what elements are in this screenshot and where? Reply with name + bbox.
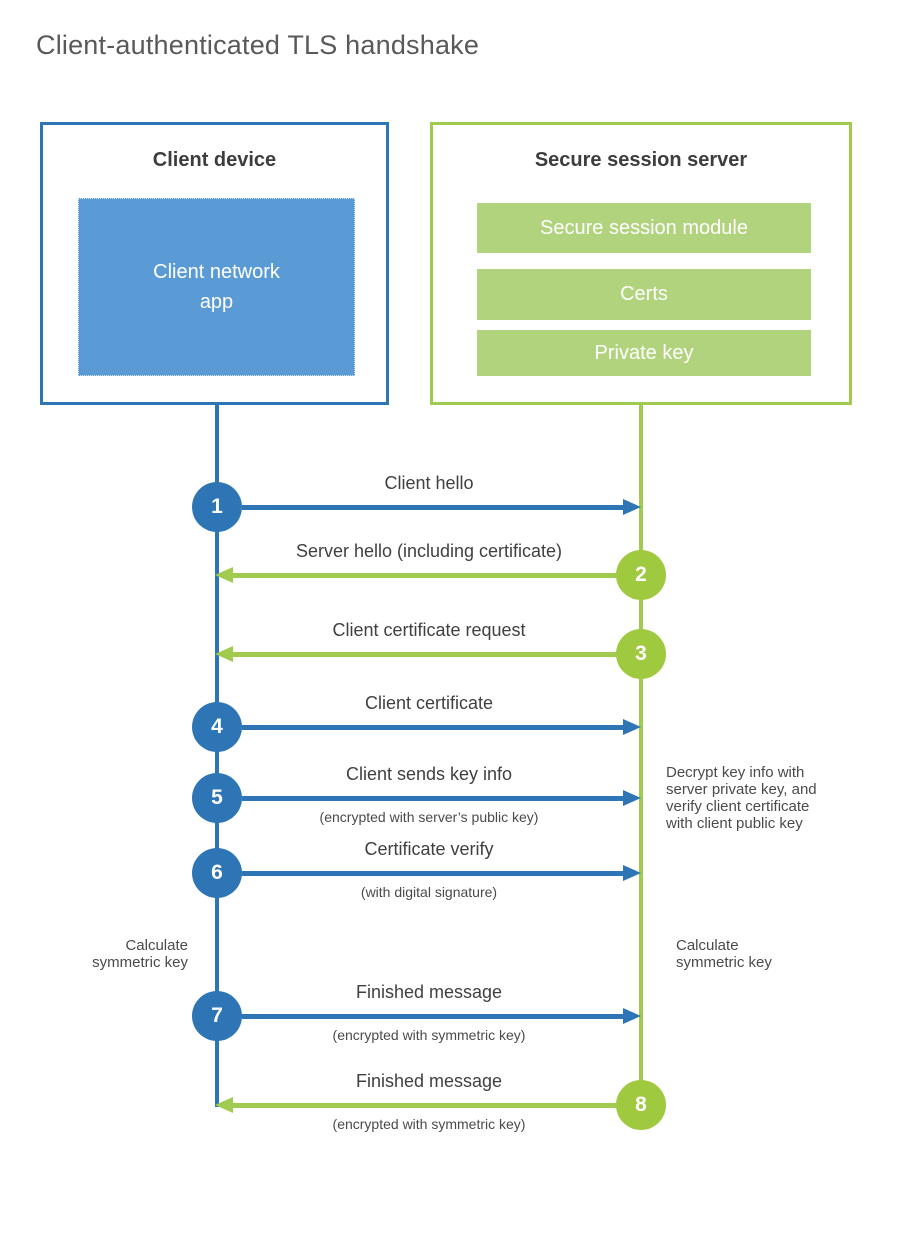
client-network-app-box: Client network app [78, 198, 355, 376]
step-3-arrowhead-left [215, 646, 233, 662]
server-lifeline [639, 405, 643, 1107]
step-7-circle: 7 [192, 991, 242, 1041]
step-8-sublabel: (encrypted with symmetric key) [332, 1116, 526, 1132]
step-5-sublabel: (encrypted with server’s public key) [319, 809, 539, 825]
client-lifeline [215, 405, 219, 1107]
note-calculate-symmetric-key-client: Calculate symmetric key [92, 937, 188, 971]
step-2-circle: 2 [616, 550, 666, 600]
step-7-arrowhead-right [623, 1008, 641, 1024]
step-6-circle: 6 [192, 848, 242, 898]
client-device-box: Client device Client network app [40, 122, 389, 405]
step-1-arrowhead-right [623, 499, 641, 515]
page-title: Client-authenticated TLS handshake [36, 30, 480, 60]
step-4-arrowhead-right [623, 719, 641, 735]
step-8-label: Finished message [355, 1071, 503, 1091]
step-6-sublabel: (with digital signature) [360, 884, 498, 900]
step-1-label: Client hello [384, 473, 474, 493]
step-3-label: Client certificate request [332, 620, 526, 640]
step-2-label: Server hello (including certificate) [295, 541, 563, 561]
server-module-secure-session: Secure session module [477, 203, 811, 253]
secure-session-server-title: Secure session server [534, 149, 748, 171]
step-7-sublabel: (encrypted with symmetric key) [332, 1027, 526, 1043]
step-7-arrow-line [242, 1014, 623, 1019]
note-calculate-symmetric-key-server: Calculate symmetric key [676, 937, 772, 971]
step-4-label: Client certificate [364, 693, 494, 713]
step-4-arrow-line [242, 725, 623, 730]
step-7-label: Finished message [355, 982, 503, 1002]
step-5-label: Client sends key info [345, 764, 513, 784]
step-6-arrowhead-right [623, 865, 641, 881]
step-8-arrow-line [232, 1103, 616, 1108]
step-1-arrow-line [242, 505, 623, 510]
step-8-circle: 8 [616, 1080, 666, 1130]
step-5-circle: 5 [192, 773, 242, 823]
step-4-circle: 4 [192, 702, 242, 752]
note-decrypt-key-info: Decrypt key info with server private key… [666, 764, 817, 832]
step-3-arrow-line [232, 652, 616, 657]
step-1-circle: 1 [192, 482, 242, 532]
step-8-arrowhead-left [215, 1097, 233, 1113]
step-5-arrowhead-right [623, 790, 641, 806]
step-2-arrow-line [232, 573, 616, 578]
step-5-arrow-line [242, 796, 623, 801]
secure-session-server-box: Secure session server Secure session mod… [430, 122, 852, 405]
step-2-arrowhead-left [215, 567, 233, 583]
step-6-label: Certificate verify [364, 839, 494, 859]
server-module-private-key: Private key [477, 330, 811, 376]
client-device-title: Client device [152, 149, 277, 171]
step-6-arrow-line [242, 871, 623, 876]
step-3-circle: 3 [616, 629, 666, 679]
server-module-certs: Certs [477, 269, 811, 320]
